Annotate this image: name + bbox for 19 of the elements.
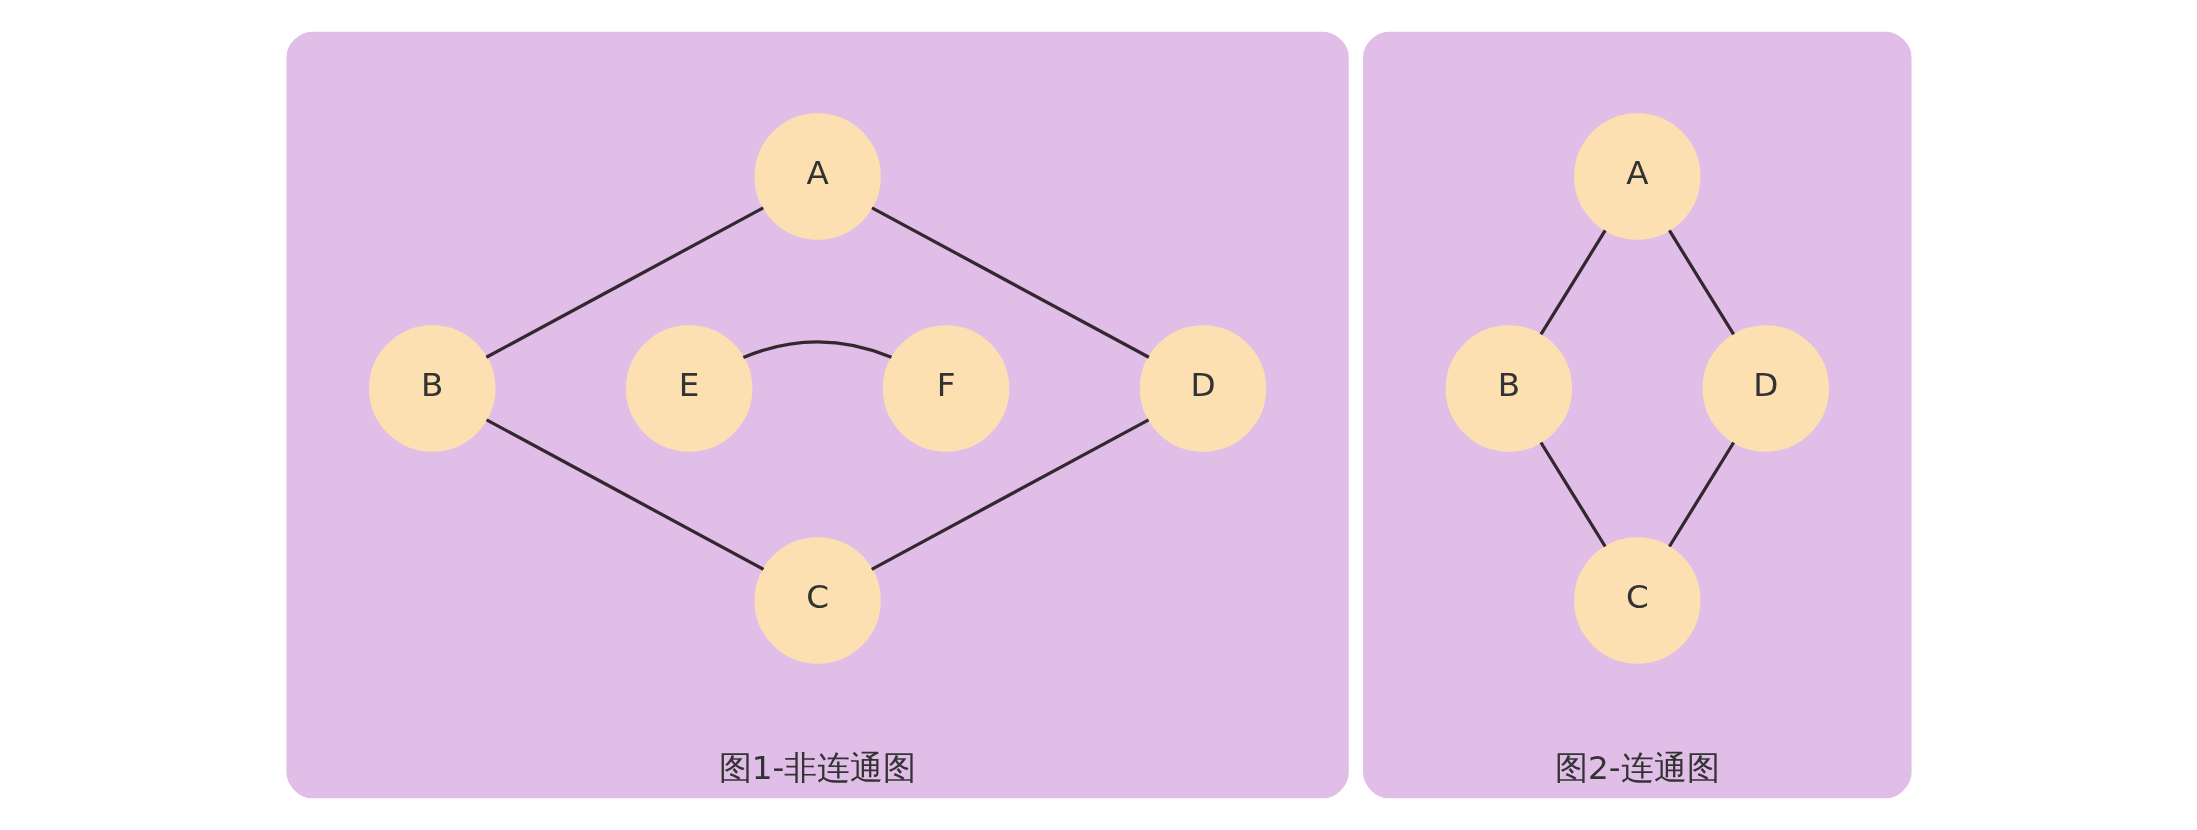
connector — [485, 206, 764, 359]
node-circle: C — [1573, 537, 1700, 664]
node-circle: E — [625, 325, 752, 452]
connector — [1539, 441, 1607, 548]
node-circle: D — [1139, 325, 1266, 452]
node-circle: F — [882, 325, 1009, 452]
node-circle: D — [1702, 325, 1829, 452]
node-circle: A — [753, 113, 881, 240]
node-circle: B — [1445, 325, 1572, 452]
connector — [1667, 441, 1735, 548]
connector — [485, 418, 764, 571]
connector — [870, 418, 1149, 571]
node-circle: B — [368, 325, 495, 452]
connector — [1539, 229, 1607, 336]
connector — [742, 340, 892, 359]
node-circle: A — [1573, 113, 1700, 240]
connector — [1667, 229, 1735, 336]
connector — [870, 206, 1150, 359]
node-circle: C — [753, 537, 881, 664]
